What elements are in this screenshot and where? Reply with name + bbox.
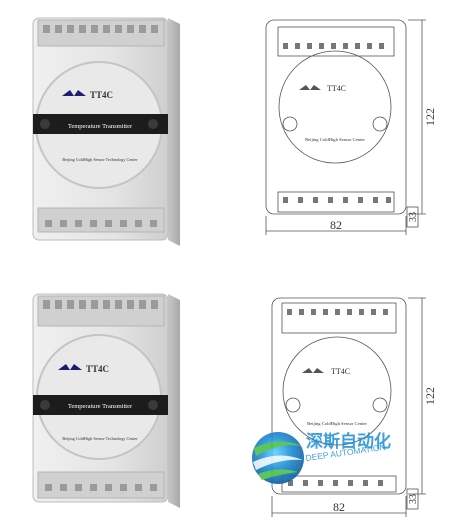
photo-bottom-model: TT4C [86,364,109,374]
drawing-top-model: TT4C [327,84,346,93]
photo-top-model: TT4C [90,90,113,100]
drawing-bottom-depth: 33 [408,494,419,504]
dimension-drawing-top [265,19,426,235]
watermark-logo-icon [252,432,304,484]
drawing-top-logo [299,85,321,90]
drawing-bottom-model: TT4C [331,367,350,376]
drawing-bottom-width: 82 [333,500,345,514]
photo-bottom-maker: Beijing ColdHigh Sensor Technology Cente… [62,436,138,441]
drawing-bottom-maker: Beijing ColdHigh Sensor Center [307,421,367,426]
terminal-screws-bottom [45,220,157,227]
terminal-screws-bottom-2 [45,484,157,491]
drawing-top-depth: 33 [408,212,419,222]
dimension-drawing-bottom [271,297,426,517]
drawing-top-width: 82 [330,218,342,232]
drawing-top-terminals [283,43,391,203]
photo-top-band-label: Temperature Transmitter [68,123,133,130]
device-photo-bottom [32,293,180,508]
brand-logo [62,90,86,96]
device-photo-top [32,17,180,246]
photo-top-maker: Beijing ColdHigh Sensor Technology Cente… [62,157,138,162]
drawing-bottom-height: 122 [423,387,437,405]
drawing-top-maker: Beijing ColdHigh Sensor Center [305,137,365,142]
drawing-top-height: 122 [423,108,437,126]
drawing-bottom-terminals [287,309,388,486]
drawing-bottom-logo [302,368,324,373]
terminal-screws-top [43,25,158,33]
photo-bottom-band-label: Temperature Transmitter [68,403,133,410]
terminal-screws-top-2 [43,300,158,309]
watermark-chinese: 深斯自动化 [306,431,391,451]
